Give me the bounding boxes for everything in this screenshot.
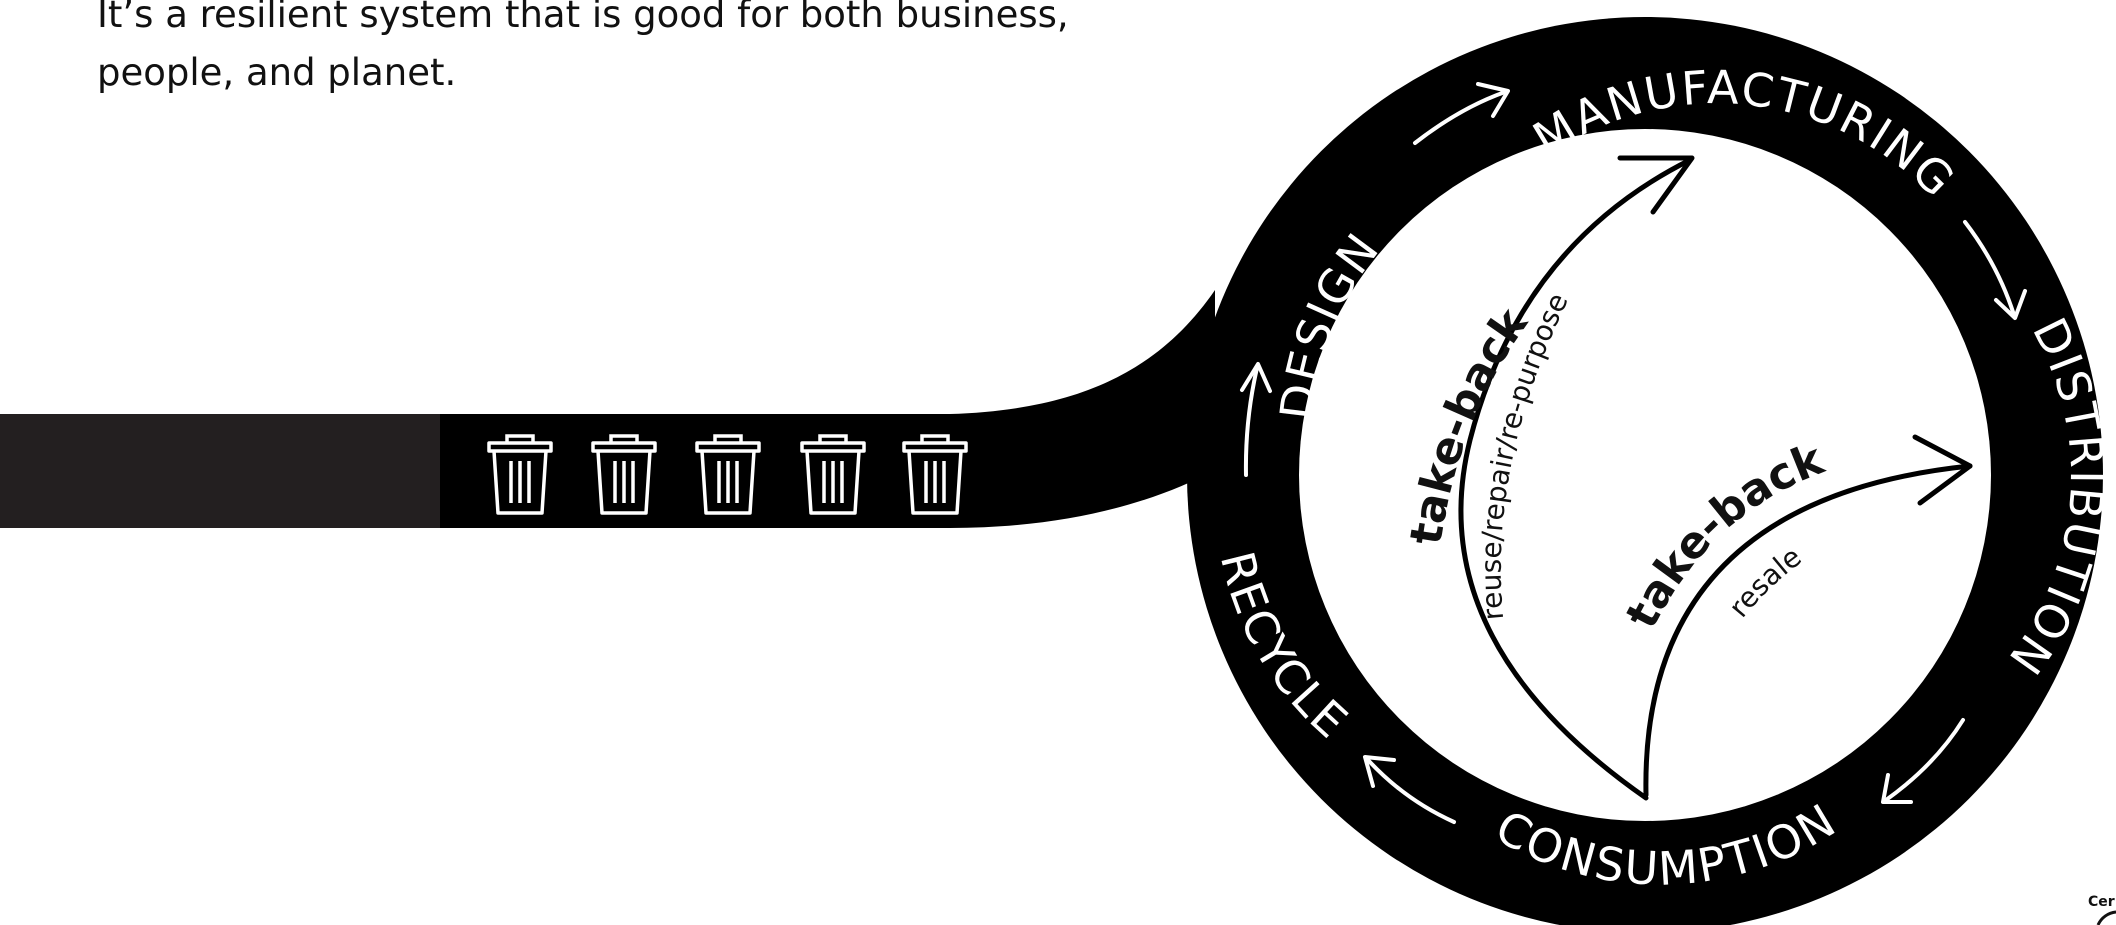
- connector-band: [440, 290, 1215, 528]
- trash-can-icon: [487, 434, 553, 515]
- take-back-arrow-distribution: [1643, 434, 1973, 798]
- certification-badge: Cer: [2088, 894, 2116, 925]
- intro-text: It’s a resilient system that is good for…: [97, 0, 1197, 102]
- trash-icons-group: [487, 434, 968, 515]
- trash-can-icon: [902, 434, 968, 515]
- linear-economy-bar: [0, 414, 444, 528]
- arrow-recycle-to-design: [1240, 362, 1272, 477]
- trash-can-icon: [800, 434, 866, 515]
- intro-line-1: It’s a resilient system that is good for…: [97, 0, 1069, 36]
- inner-disc: [1299, 129, 1991, 821]
- trash-can-icon: [695, 434, 761, 515]
- arrow-design-to-manufacturing: [1413, 82, 1510, 145]
- badge-text: Cer: [2088, 894, 2115, 910]
- arrow-consumption-to-recycle: [1363, 755, 1456, 824]
- intro-line-2: people, and planet.: [97, 51, 457, 94]
- take-back-arrow-manufacturing: [1458, 155, 1695, 801]
- arrow-manufacturing-to-distribution: [1963, 220, 2027, 320]
- arrow-distribution-to-consumption: [1881, 718, 1965, 804]
- trash-can-icon: [591, 434, 657, 515]
